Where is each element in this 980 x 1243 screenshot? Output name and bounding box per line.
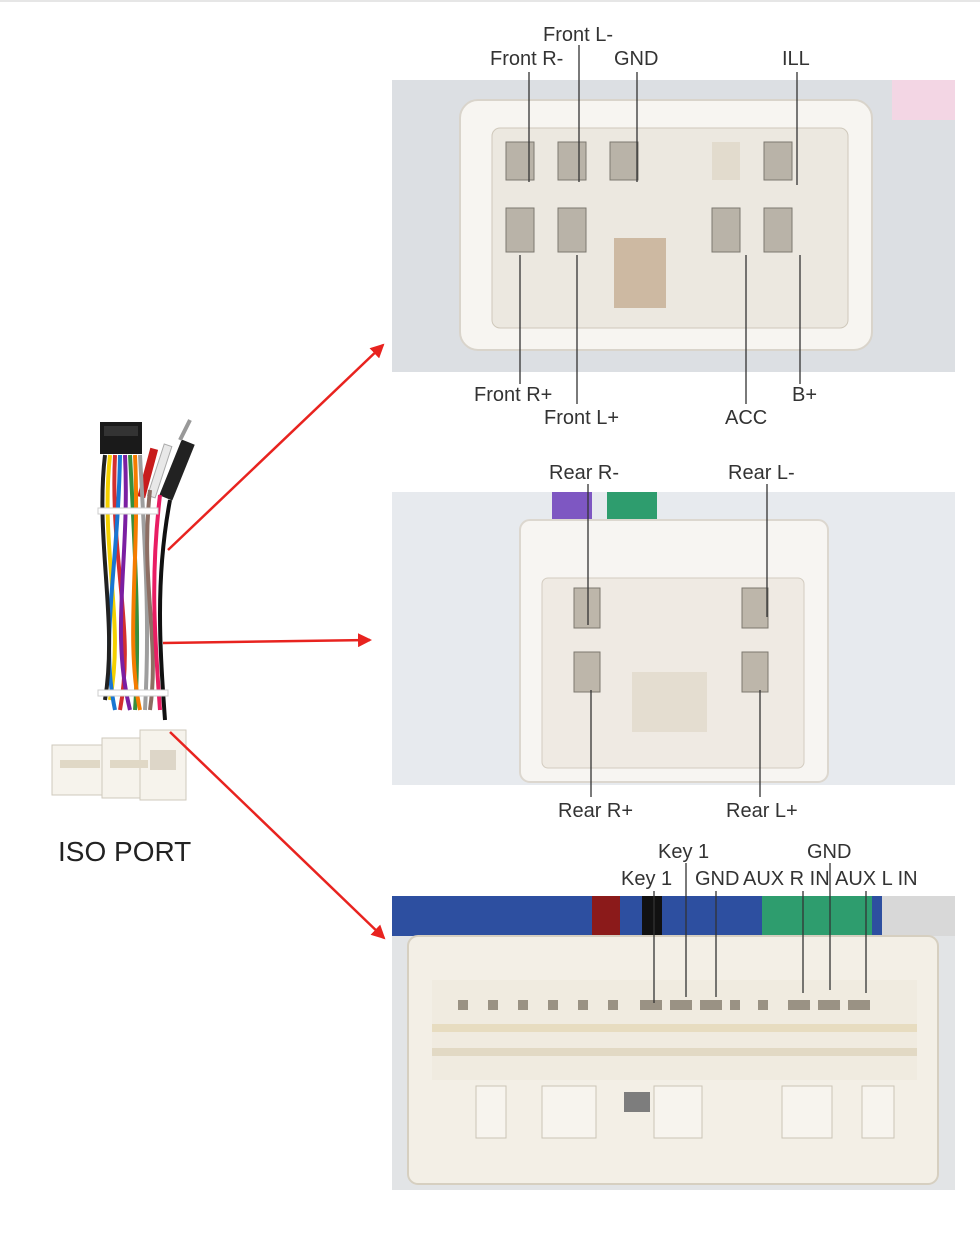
pin-label-front-r-minus: Front R- (490, 48, 564, 70)
pin-label-gnd: GND (614, 48, 659, 70)
pin-label-key-1-lower: Key 1 (621, 868, 673, 890)
pin-label-ill: ILL (782, 48, 810, 70)
pin-label-front-l-plus: Front L+ (544, 407, 620, 429)
pin-label-aux-r-in: AUX R IN (743, 868, 830, 890)
rear-connector-photo (392, 492, 955, 785)
pin-label-key-1-upper: Key 1 (658, 841, 710, 863)
pin-label-front-r-plus: Front R+ (474, 384, 553, 406)
pin-label-rear-l-minus: Rear L- (728, 462, 795, 484)
arrow-to-main-connector (167, 343, 385, 551)
pin-label-acc: ACC (725, 407, 768, 429)
pin-label-gnd-upper: GND (807, 841, 852, 863)
signal-connector-photo (392, 896, 955, 1190)
arrow-to-signal-connector (169, 731, 386, 940)
arrow-to-rear-connector (162, 633, 372, 648)
pin-label-gnd-lower: GND (695, 868, 740, 890)
pin-label-rear-r-plus: Rear R+ (558, 800, 634, 822)
pin-label-rear-r-minus: Rear R- (549, 462, 620, 484)
pin-label-rear-l-plus: Rear L+ (726, 800, 798, 822)
pin-label-aux-l-in: AUX L IN (835, 868, 918, 890)
pin-label-b-plus: B+ (792, 384, 818, 406)
pin-label-front-l-minus: Front L- (543, 24, 614, 46)
iso-port-caption: ISO PORT (58, 836, 192, 867)
top-divider (0, 0, 980, 2)
wiring-harness-image (51, 419, 195, 801)
main-connector-photo (392, 80, 955, 372)
